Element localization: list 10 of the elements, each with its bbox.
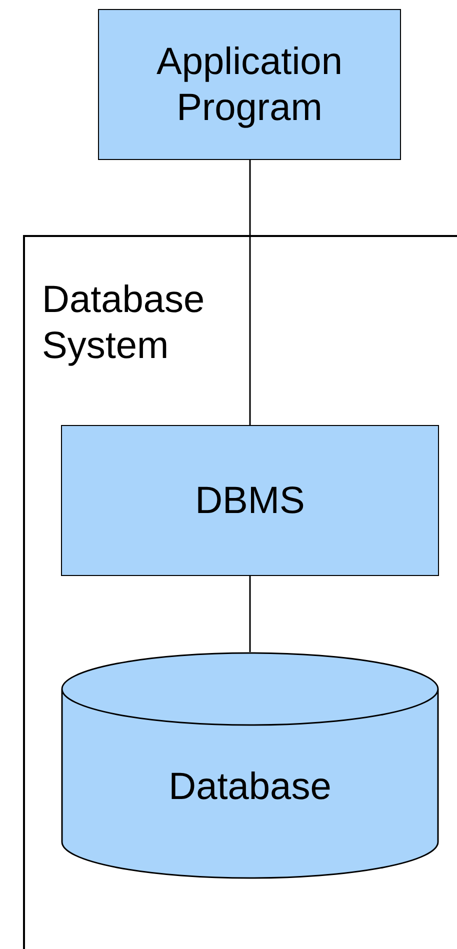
connector-line	[249, 160, 251, 425]
node-label: DBMS	[195, 478, 305, 524]
process-box	[98, 9, 401, 160]
node-label: Database	[168, 765, 332, 810]
group-label: Database System	[42, 278, 206, 369]
system-boundary	[23, 235, 457, 949]
database-cylinder	[61, 652, 439, 879]
process-box	[61, 425, 439, 576]
node-label: Application Program	[156, 40, 344, 130]
connector-line	[249, 576, 251, 652]
